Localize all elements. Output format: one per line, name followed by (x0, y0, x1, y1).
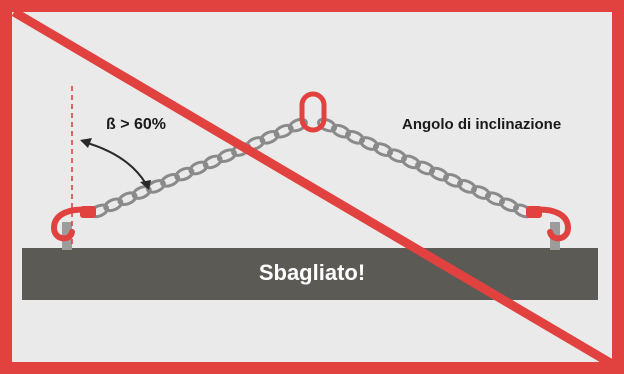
chain-link (131, 185, 152, 200)
chain-link (345, 129, 365, 145)
chain-link (415, 160, 435, 176)
chain-link (174, 166, 195, 182)
chain-link (117, 191, 138, 207)
chain-link (160, 172, 181, 188)
chain-link (317, 117, 337, 133)
chain-link (401, 154, 421, 170)
chain-link (216, 148, 237, 164)
chain-link (373, 142, 393, 157)
chain-link (145, 179, 166, 194)
master-ring (299, 91, 327, 133)
angle-arc-arrow (83, 141, 147, 185)
chain-link (273, 123, 294, 139)
angle-arrowhead-bottom (140, 180, 151, 190)
inclination-label: Angolo di inclinazione (402, 116, 562, 133)
angle-label: ß > 60% (106, 116, 167, 133)
chain-link (202, 154, 223, 170)
right-hook-icon (526, 206, 572, 242)
chain-link (499, 197, 519, 213)
chain-link (387, 148, 407, 164)
chain-link (259, 129, 280, 145)
chain-link (103, 197, 124, 213)
right-chain (317, 117, 533, 219)
chain-link (331, 123, 351, 139)
chain-link (457, 179, 477, 194)
diagonal-strike-line (11, 8, 615, 368)
chain-link (471, 185, 491, 200)
angle-arrowhead-top (80, 138, 92, 148)
left-hook-icon (50, 206, 96, 242)
chain-link (485, 191, 505, 207)
chain-link (429, 166, 449, 182)
chain-link (287, 117, 308, 133)
chain-link (359, 136, 379, 151)
chain-link (443, 172, 463, 188)
load-beam (22, 248, 598, 300)
beam-label: Sbagliato! (258, 260, 366, 285)
chain-link (188, 160, 209, 176)
